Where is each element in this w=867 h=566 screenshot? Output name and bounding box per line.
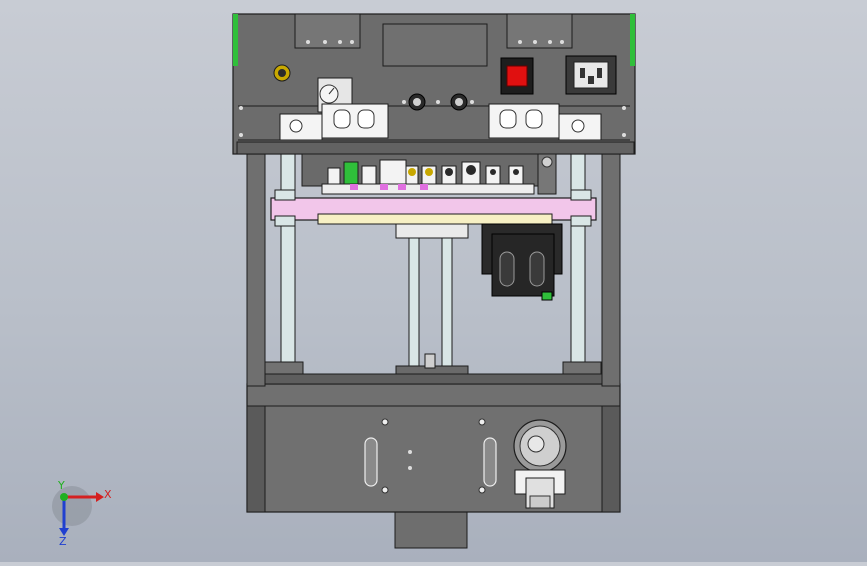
air-fitting[interactable] (273, 64, 291, 82)
orientation-triad: X Y Z (52, 479, 112, 548)
power-inlet[interactable] (565, 55, 617, 95)
solenoid-valve-left[interactable] (279, 103, 389, 141)
signal-connectors[interactable] (402, 93, 474, 111)
rotary-actuator[interactable] (513, 419, 567, 509)
power-switch[interactable] (500, 57, 534, 95)
base-plate[interactable] (246, 365, 621, 549)
terminal-block[interactable] (301, 153, 557, 195)
axis-y-label: Y (57, 479, 65, 492)
stepper-motor[interactable] (481, 223, 563, 301)
adjust-slot-right (483, 437, 497, 487)
main-frame[interactable] (246, 147, 621, 387)
solenoid-valve-right[interactable] (488, 103, 602, 141)
terminal-pins (327, 159, 524, 190)
axis-z-label: Z (59, 535, 67, 548)
axis-x-label: X (104, 488, 112, 501)
carrier-plate[interactable] (270, 189, 597, 239)
adjust-slot-left (364, 437, 378, 487)
